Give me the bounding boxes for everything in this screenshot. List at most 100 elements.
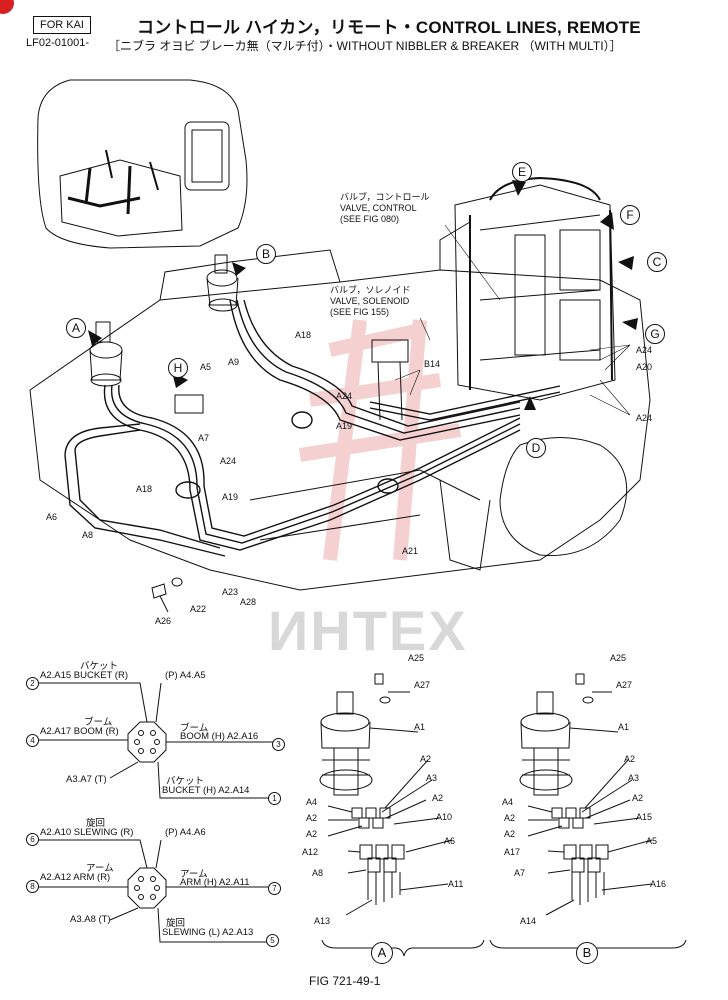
part-label: A20 — [636, 362, 653, 372]
view-a-part-label: A11 — [448, 879, 464, 889]
kai-tag: FOR KAI — [33, 16, 91, 34]
hose-clamps — [175, 411, 399, 499]
view-b-part-label: A2 — [504, 829, 516, 839]
s1-bottom-jp: バケット — [166, 776, 205, 787]
s2-bottom-left: A3.A8 (T) — [70, 914, 111, 925]
view-a-part-label: A6 — [444, 836, 456, 846]
corner-marker — [0, 0, 14, 14]
view-a-part-label: A13 — [314, 916, 331, 926]
view-a-part-label: A25 — [408, 653, 425, 663]
view-letter-d: D — [526, 438, 546, 458]
s2-right: ARM (H) A2.A11 — [180, 877, 250, 888]
part-label: A21 — [402, 546, 419, 556]
s2-top-right: (P) A4.A6 — [165, 827, 206, 838]
watermark: ИНТЕХ — [268, 599, 468, 662]
callout-valve-control: バルブ，コントロール VALVE, CONTROL (SEE FIG 080) — [340, 192, 430, 225]
view-b-part-label: A5 — [646, 836, 658, 846]
view-a-part-label: A4 — [306, 797, 318, 807]
part-label: A8 — [82, 530, 94, 540]
port-number: 2 — [26, 677, 39, 690]
part-label: A24 — [220, 456, 237, 466]
part-label: A23 — [222, 587, 239, 597]
part-label: A24 — [636, 345, 653, 355]
exploded-view-b — [489, 673, 687, 957]
view-a-part-label: A12 — [302, 847, 319, 857]
part-label: A6 — [46, 512, 58, 522]
view-b-part-label: A1 — [618, 722, 630, 732]
view-a-part-label: A3 — [426, 773, 438, 783]
port-number: 3 — [272, 738, 285, 751]
view-b-part-label: A2 — [624, 754, 636, 764]
part-label: A19 — [336, 421, 353, 431]
s1-left-jp: ブーム — [84, 717, 113, 728]
s2-left-jp: アーム — [86, 863, 114, 874]
s1-bottom: BUCKET (H) A2.A14 — [162, 785, 250, 796]
s2-top-jp: 旋回 — [86, 818, 106, 829]
view-b-part-label: A2 — [504, 813, 516, 823]
view-b-caption: B — [576, 942, 598, 964]
control-valve-block — [454, 176, 616, 401]
view-b-part-label: A2 — [632, 793, 644, 803]
part-label: A24 — [336, 391, 353, 401]
callout-valve-solenoid-jp: バルブ，ソレノイド — [330, 285, 411, 295]
view-letter-c: C — [647, 252, 667, 272]
view-b-part-label: A16 — [650, 879, 667, 889]
view-letter-f: F — [620, 205, 640, 225]
s1-right-jp: ブーム — [180, 723, 209, 734]
exploded-view-a — [319, 673, 485, 957]
remote-valve-b — [206, 254, 239, 312]
hose-bundles — [64, 299, 561, 557]
part-label: B14 — [424, 359, 441, 369]
view-arrows — [88, 180, 638, 410]
view-b-part-label: A4 — [502, 797, 514, 807]
view-a-part-label: A27 — [414, 680, 431, 690]
view-b-caption-letter: B — [582, 945, 592, 960]
s2-left: A2.A12 ARM (R) — [40, 872, 111, 883]
s2-bottom: SLEWING (L) A2.A13 — [162, 927, 254, 938]
view-a-part-label: A2 — [432, 793, 444, 803]
part-label: A5 — [200, 362, 212, 372]
part-label: A22 — [190, 604, 207, 614]
s2-bottom-jp: 旋回 — [166, 918, 186, 929]
callout-valve-control-jp: バルブ，コントロール — [340, 192, 430, 202]
view-b-part-label: A14 — [520, 916, 537, 926]
view-a-caption-letter: A — [377, 945, 387, 960]
view-letter-e: E — [512, 162, 532, 182]
s1-top-jp: バケット — [80, 661, 119, 672]
bolt-washer — [151, 577, 183, 613]
view-a-part-label: A1 — [414, 722, 426, 732]
schematic-2 — [30, 839, 276, 943]
view-b-part-label: A15 — [636, 812, 653, 822]
remote-valve-a — [89, 321, 123, 387]
port-number: 7 — [268, 882, 281, 895]
port-number: 6 — [26, 833, 39, 846]
view-letter-h: H — [168, 358, 188, 378]
part-label: A28 — [240, 597, 257, 607]
watermark-logo — [298, 319, 462, 561]
s2-right-jp: アーム — [180, 869, 208, 880]
view-b-part-label: A25 — [610, 653, 627, 663]
view-b-part-label: A27 — [616, 680, 633, 690]
callout-valve-solenoid-en: VALVE, SOLENOID — [330, 296, 410, 306]
port-number: 4 — [26, 734, 39, 747]
callout-valve-control-ref: (SEE FIG 080) — [340, 214, 400, 224]
junction-block — [174, 394, 204, 414]
view-a-part-label: A2 — [420, 754, 432, 764]
machine-frame — [29, 221, 651, 591]
leader-lines — [394, 224, 631, 416]
page-title: コントロール ハイカン，リモート・CONTROL LINES, REMOTE — [137, 18, 641, 37]
part-label: A24 — [636, 413, 653, 423]
view-letter-b: B — [256, 244, 276, 264]
view-letter-a: A — [66, 318, 86, 338]
part-label: A18 — [295, 330, 312, 340]
figure-number: FIG 721-49-1 — [309, 974, 381, 988]
view-a-part-label: A10 — [436, 812, 453, 822]
part-label: A18 — [136, 484, 153, 494]
part-label: A9 — [228, 357, 240, 367]
view-b-part-label: A7 — [514, 868, 526, 878]
part-label: A7 — [198, 433, 210, 443]
port-number: 1 — [268, 792, 281, 805]
part-label: A26 — [155, 616, 172, 626]
